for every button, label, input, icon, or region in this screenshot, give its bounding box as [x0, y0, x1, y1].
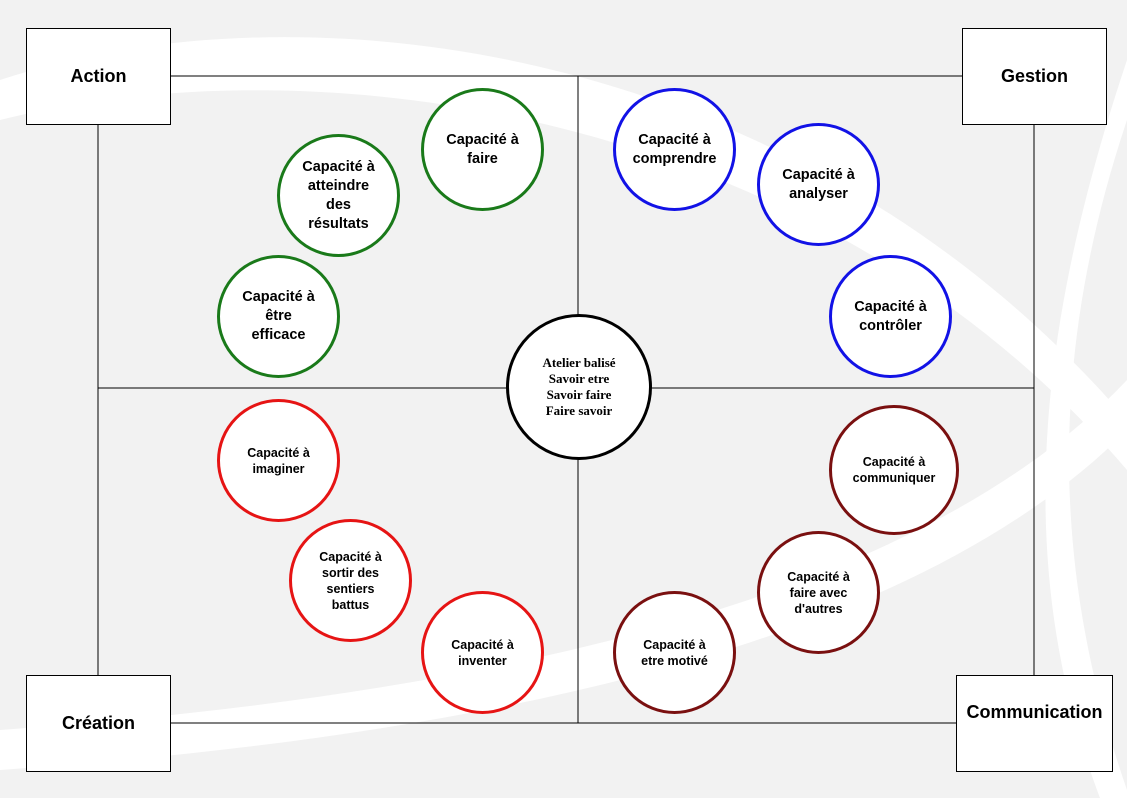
communication-circle-motive: Capacité à etre motivé — [613, 591, 736, 714]
corner-creation: Création — [26, 675, 171, 772]
creation-circle-imaginer: Capacité à imaginer — [217, 399, 340, 522]
gestion-circle-controler-text: Capacité à contrôler — [854, 298, 927, 334]
action-circle-efficace: Capacité à être efficace — [217, 255, 340, 378]
action-circle-atteindre-text: Capacité à atteindre des résultats — [302, 158, 375, 232]
background-swoosh-right — [1045, 60, 1127, 798]
corner-gestion: Gestion — [962, 28, 1107, 125]
creation-circle-inventer: Capacité à inventer — [421, 591, 544, 714]
gestion-circle-analyser-text: Capacité à analyser — [782, 166, 855, 202]
creation-circle-inventer-text: Capacité à inventer — [451, 637, 514, 668]
action-circle-faire: Capacité à faire — [421, 88, 544, 211]
communication-circle-faire-avec: Capacité à faire avec d'autres — [757, 531, 880, 654]
action-circle-atteindre: Capacité à atteindre des résultats — [277, 134, 400, 257]
corner-communication-label: Communication — [966, 702, 1103, 722]
creation-circle-sortir-text: Capacité à sortir des sentiers battus — [319, 549, 382, 612]
center-circle: Atelier balisé Savoir etre Savoir faire … — [506, 314, 652, 460]
communication-circle-motive-text: Capacité à etre motivé — [641, 637, 708, 668]
communication-circle-communiquer-text: Capacité à communiquer — [852, 455, 936, 485]
corner-creation-label: Création — [61, 713, 135, 733]
corner-action-label: Action — [70, 66, 127, 86]
gestion-circle-analyser: Capacité à analyser — [757, 123, 880, 246]
corner-gestion-label: Gestion — [1000, 66, 1068, 86]
creation-circle-imaginer-text: Capacité à imaginer — [247, 445, 310, 476]
center-circle-text: Atelier balisé Savoir etre Savoir faire … — [542, 355, 616, 418]
gestion-circle-comprendre: Capacité à comprendre — [613, 88, 736, 211]
action-circle-faire-text: Capacité à faire — [446, 131, 519, 167]
gestion-circle-controler: Capacité à contrôler — [829, 255, 952, 378]
action-circle-efficace-text: Capacité à être efficace — [242, 289, 315, 343]
corner-communication: Communication — [956, 675, 1113, 772]
corner-action: Action — [26, 28, 171, 125]
communication-circle-communiquer: Capacité à communiquer — [829, 405, 959, 535]
creation-circle-sortir: Capacité à sortir des sentiers battus — [289, 519, 412, 642]
gestion-circle-comprendre-text: Capacité à comprendre — [632, 131, 717, 167]
communication-circle-faire-avec-text: Capacité à faire avec d'autres — [787, 569, 850, 616]
